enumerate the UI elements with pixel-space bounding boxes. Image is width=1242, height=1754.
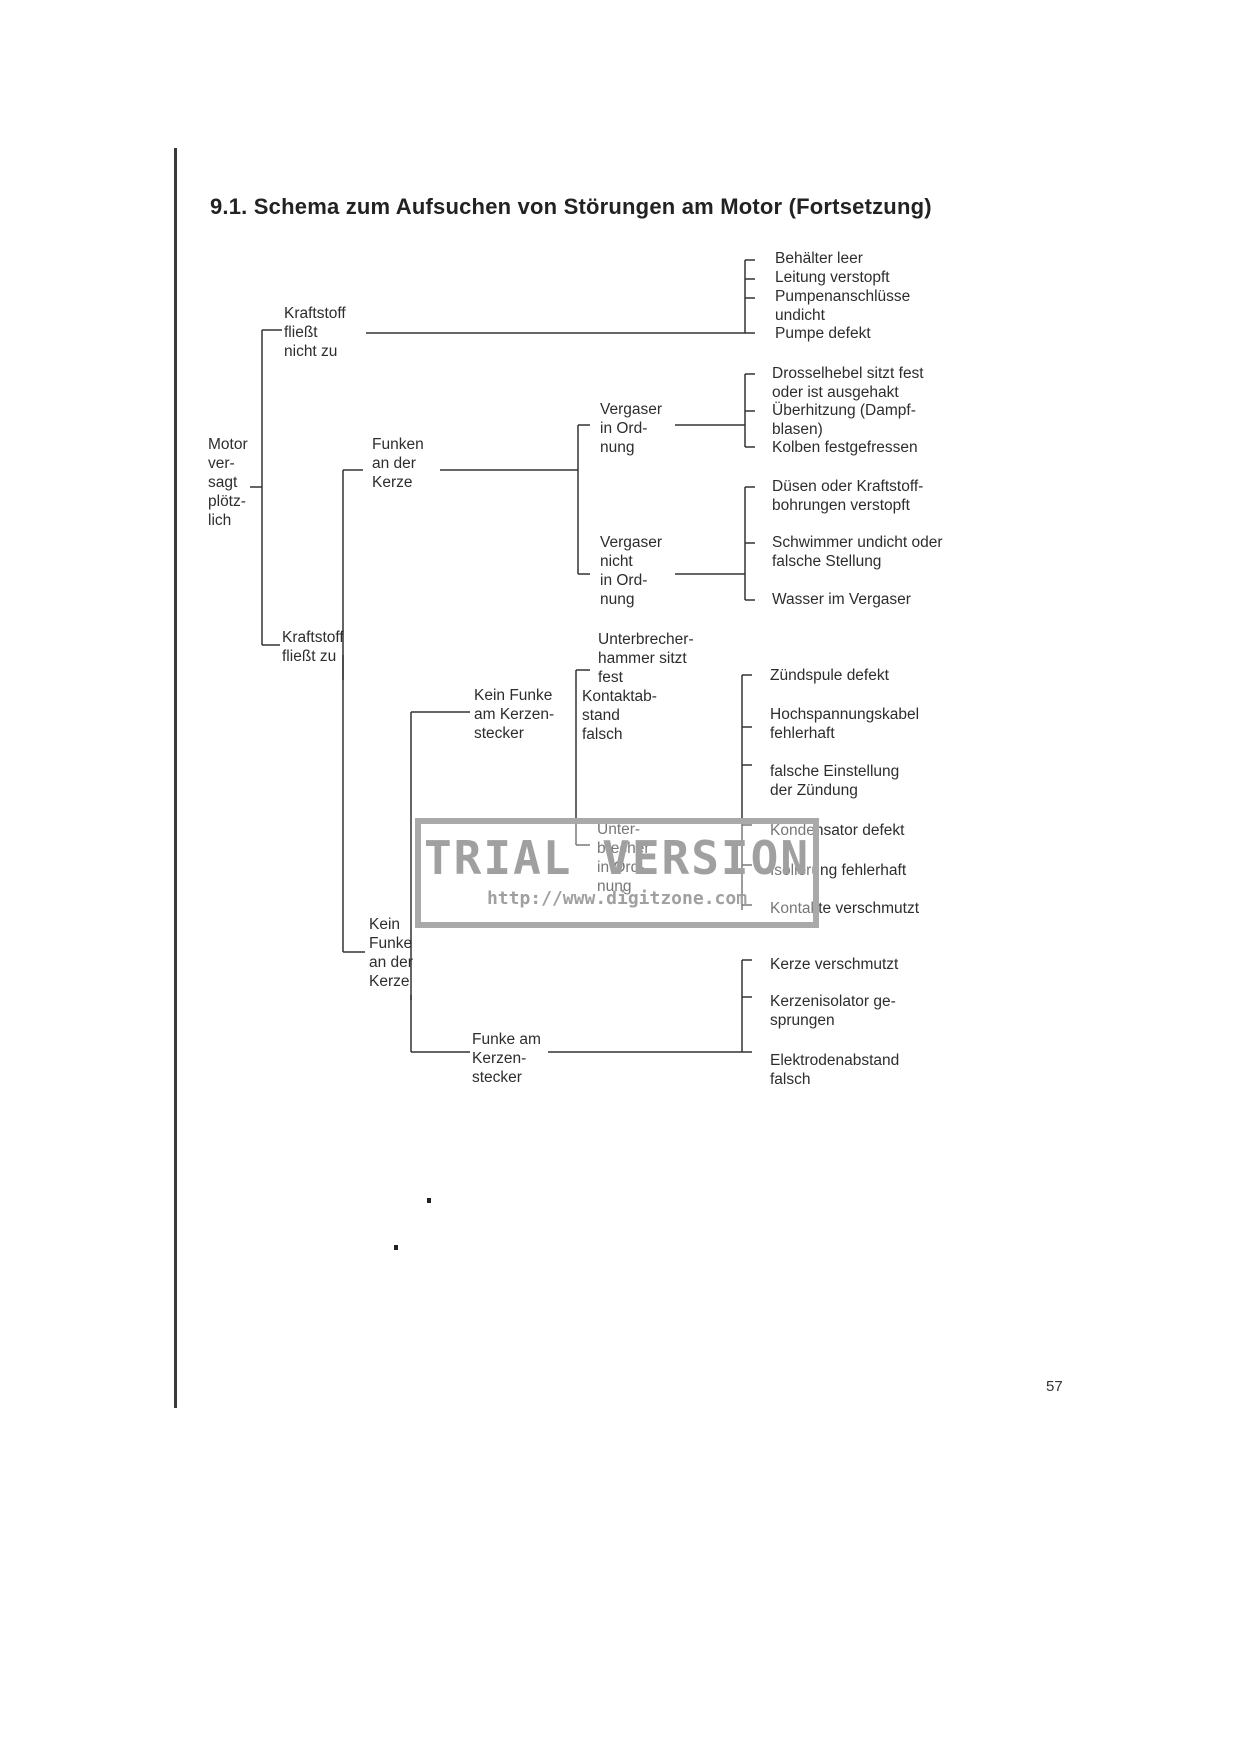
- node-unterbrecher-in-ordnung: Unter- brecher in Ord- nung: [597, 821, 650, 895]
- node-kraftstoff-fliesst-nicht-zu: Kraftstoff fließt nicht zu: [284, 305, 346, 360]
- page-number: 57: [1046, 1378, 1063, 1395]
- watermark-title: TRIAL VERSION: [423, 831, 811, 885]
- speck-mark: [427, 1198, 431, 1203]
- node-vergaser-in-ordnung: Vergaser in Ord- nung: [600, 401, 663, 456]
- cause-item: Isolierung fehlerhaft: [770, 862, 907, 879]
- node-kein-funke-am-kerzenstecker: Kein Funke am Kerzen- stecker: [474, 687, 555, 742]
- trial-watermark: TRIAL VERSION http://www.digitzone.com: [415, 818, 819, 928]
- cause-item: Elektrodenabstand falsch: [770, 1052, 900, 1088]
- node-vergaser-nicht-in-ordnung: Vergaser nicht in Ord- nung: [600, 534, 663, 608]
- cause-item: Pumpe defekt: [775, 325, 871, 342]
- speck-mark: [394, 1245, 398, 1250]
- cause-item: Kerzenisolator ge- sprungen: [770, 993, 896, 1029]
- node-motor-versagt: Motor ver- sagt plötz- lich: [208, 436, 248, 529]
- cause-item: Zündspule defekt: [770, 667, 889, 684]
- cause-item: Kerze verschmutzt: [770, 956, 899, 973]
- page-title: 9.1. Schema zum Aufsuchen von Störungen …: [210, 194, 932, 219]
- node-kontaktabstand-falsch: Kontaktab- stand falsch: [582, 688, 657, 743]
- cause-item: Hochspannungskabel fehlerhaft: [770, 706, 920, 742]
- node-unterbrecherhammer-sitzt-fest: Unterbrecher- hammer sitzt fest: [598, 631, 694, 686]
- cause-item: falsche Einstellung der Zündung: [770, 763, 900, 799]
- node-kein-funke-an-der-kerze: Kein Funke an der Kerze: [369, 916, 413, 990]
- cause-item: Leitung verstopft: [775, 269, 890, 286]
- cause-item: Schwimmer undicht oder falsche Stellung: [772, 534, 943, 570]
- margin-rule: [174, 148, 177, 1408]
- cause-item: Wasser im Vergaser: [772, 591, 911, 608]
- cause-item: Pumpenanschlüsse undicht: [775, 288, 911, 324]
- cause-item: Kolben festgefressen: [772, 439, 918, 456]
- node-funke-am-kerzenstecker: Funke am Kerzen- stecker: [472, 1031, 541, 1086]
- cause-item: Düsen oder Kraftstoff- bohrungen verstop…: [772, 478, 924, 514]
- watermark-url: http://www.digitzone.com: [486, 888, 748, 909]
- node-kraftstoff-fliesst-zu: Kraftstoff fließt zu: [282, 629, 344, 665]
- cause-item: Behälter leer: [775, 250, 863, 267]
- node-funken-an-der-kerze: Funken an der Kerze: [372, 436, 424, 491]
- cause-item: Überhitzung (Dampf- blasen): [772, 402, 916, 438]
- cause-item: Drosselhebel sitzt fest oder ist ausgeha…: [772, 365, 924, 401]
